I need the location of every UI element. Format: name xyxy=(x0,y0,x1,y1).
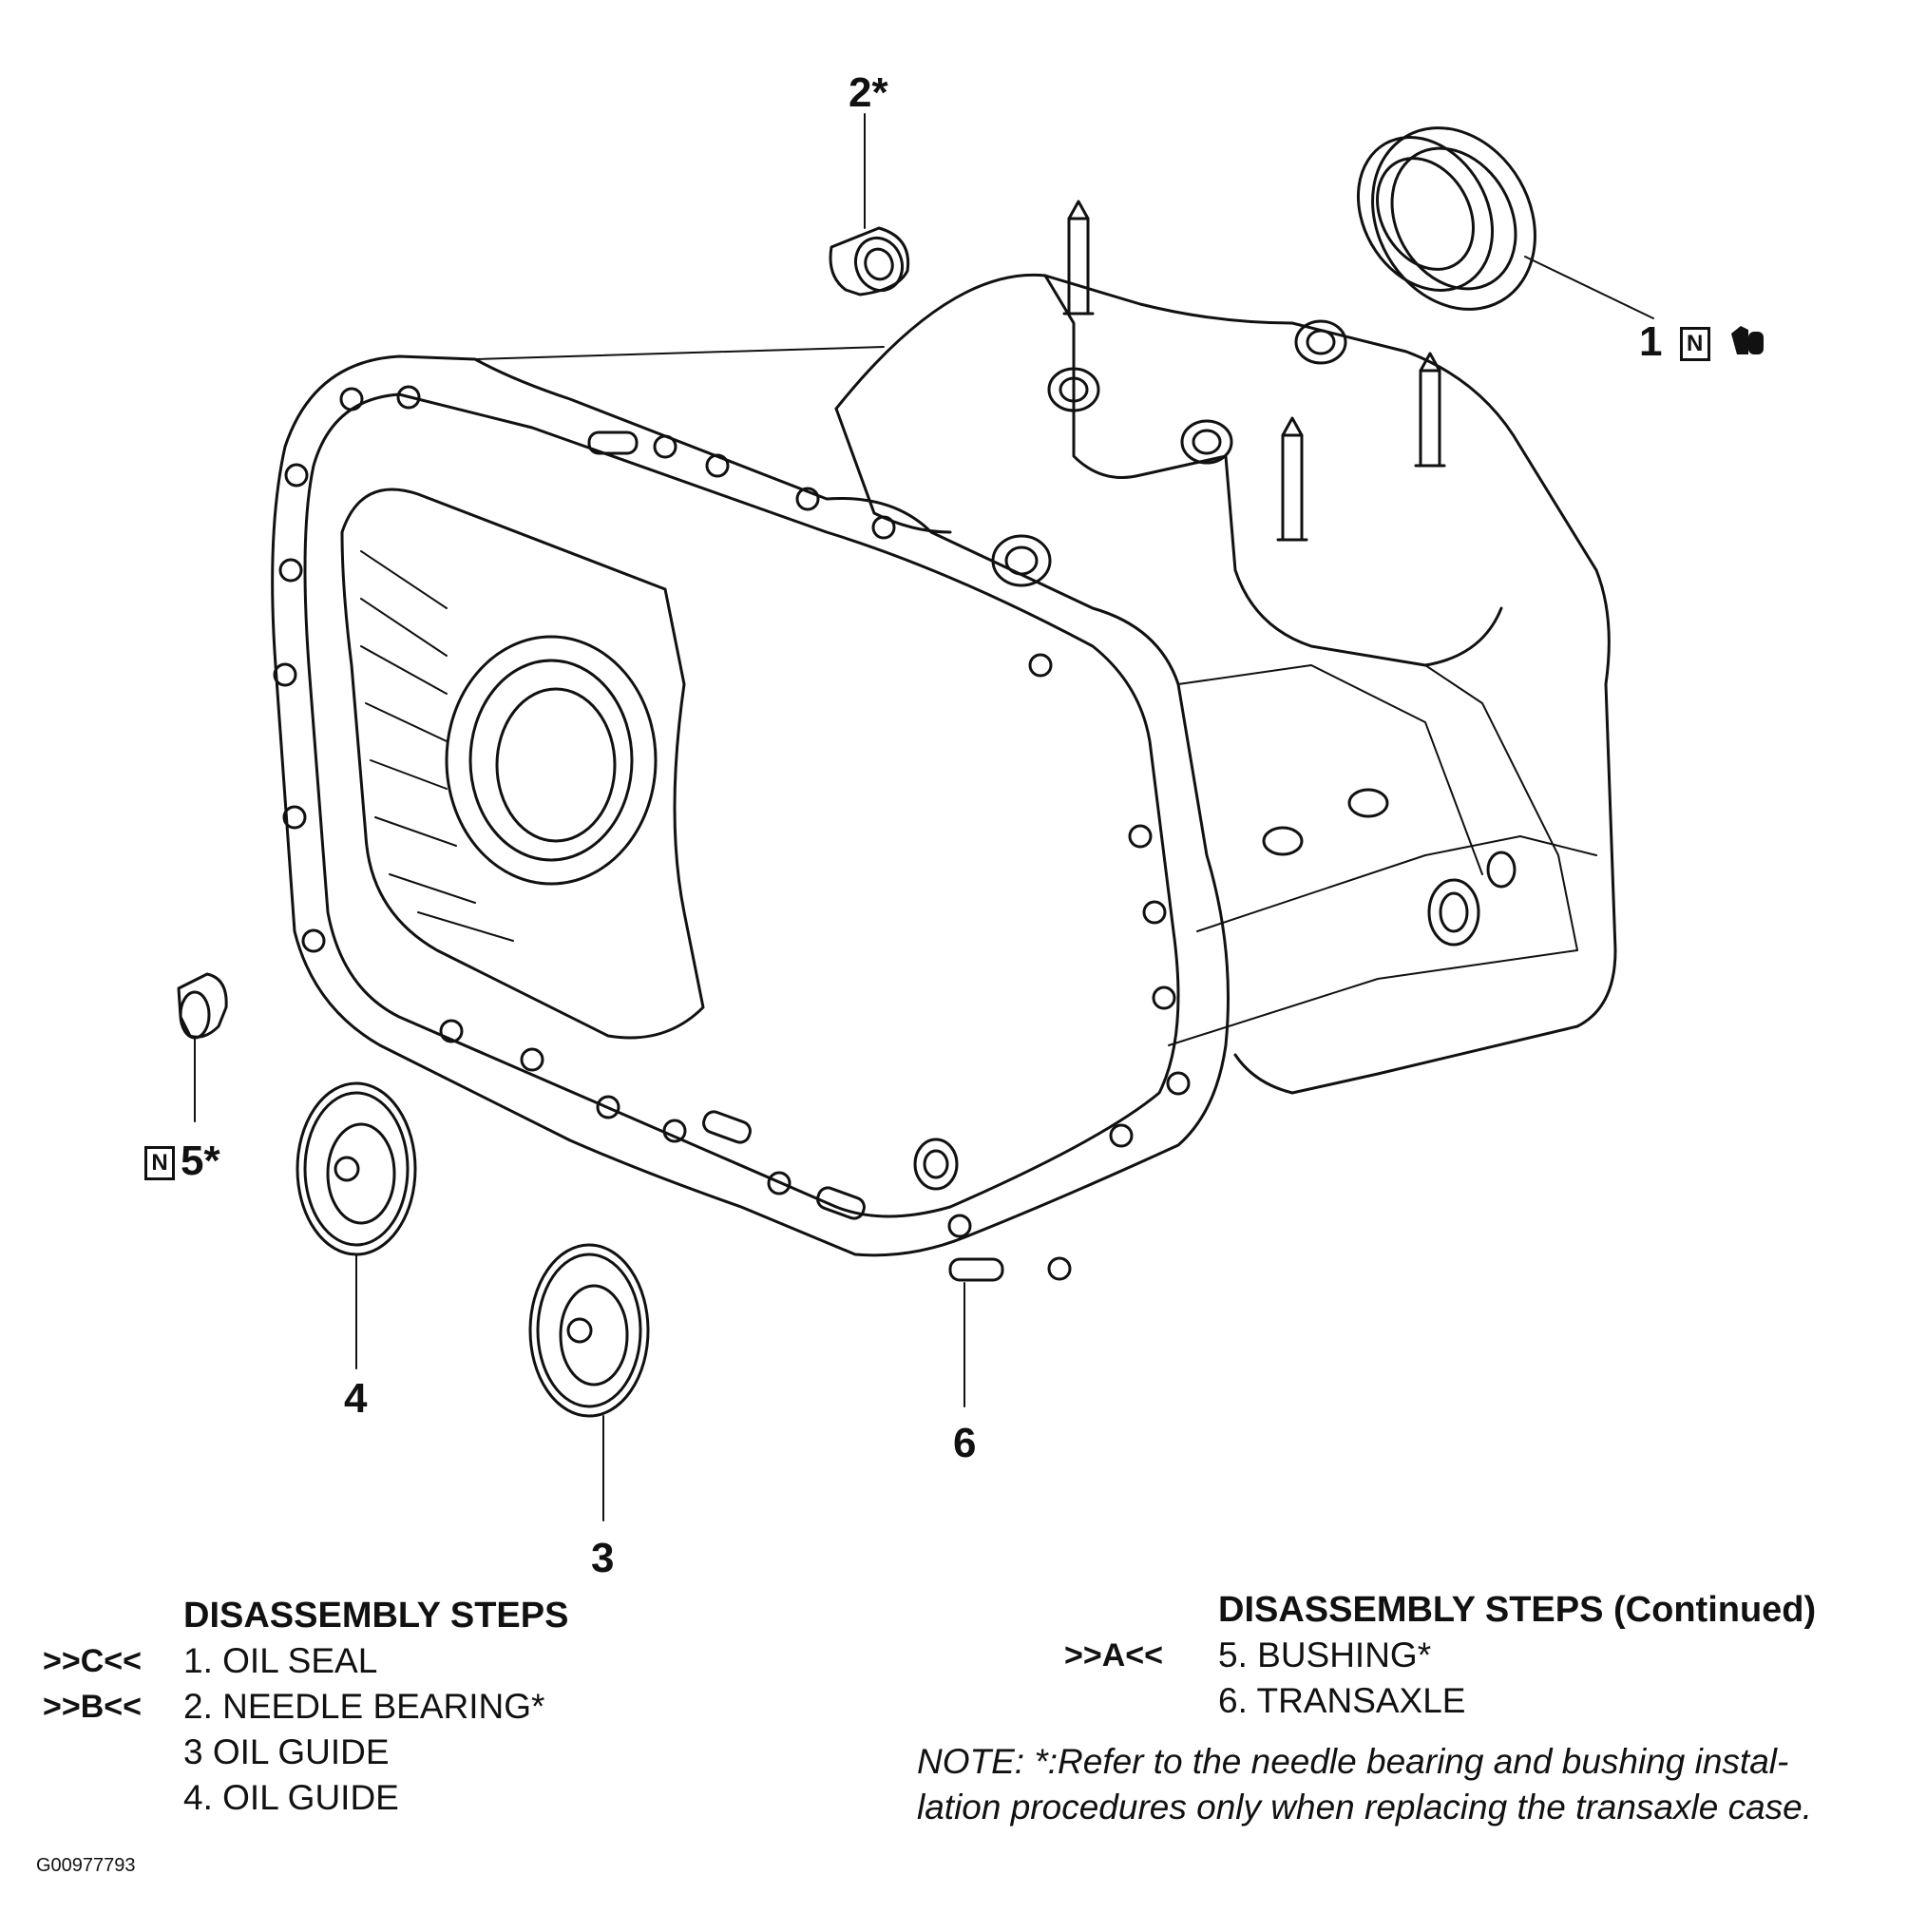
step-row: >>A<< 5. BUSHING* xyxy=(1064,1633,1816,1678)
callout-6: 6 xyxy=(953,1420,977,1466)
step-row: >>C<< 1. OIL SEAL xyxy=(43,1638,568,1684)
disassembly-steps-left: DISASSEMBLY STEPS >>C<< 1. OIL SEAL >>B<… xyxy=(43,1593,568,1821)
steps-heading: DISASSEMBLY STEPS xyxy=(183,1596,569,1636)
callout-1: 1 N xyxy=(1639,321,1769,366)
callout-2: 2* xyxy=(849,69,888,116)
oil-guide-3 xyxy=(528,1243,650,1418)
step-text: 3 OIL GUIDE xyxy=(183,1732,390,1771)
step-row: 3 OIL GUIDE xyxy=(43,1730,568,1775)
transaxle-case xyxy=(271,200,1617,1282)
step-text: 2. NEEDLE BEARING* xyxy=(183,1687,545,1726)
steps-heading: DISASSEMBLY STEPS (Continued) xyxy=(1218,1590,1817,1630)
oil-can-icon xyxy=(1727,322,1769,366)
step-text: 6. TRANSAXLE xyxy=(1218,1681,1466,1720)
callout-1-number: 1 xyxy=(1639,318,1663,365)
step-ref: >>A<< xyxy=(1064,1637,1163,1674)
disassembly-steps-right: DISASSEMBLY STEPS (Continued) >>A<< 5. B… xyxy=(1064,1587,1816,1724)
oil-guide-4 xyxy=(296,1081,417,1256)
step-text: 1. OIL SEAL xyxy=(183,1641,378,1680)
oil-seal xyxy=(1356,126,1536,311)
step-text: 4. OIL GUIDE xyxy=(183,1778,399,1817)
step-ref: >>C<< xyxy=(43,1643,142,1679)
callout-4: 4 xyxy=(344,1375,368,1422)
bushing xyxy=(177,972,228,1040)
step-row: 6. TRANSAXLE xyxy=(1064,1678,1816,1724)
step-ref: >>B<< xyxy=(43,1689,142,1725)
step-row: >>B<< 2. NEEDLE BEARING* xyxy=(43,1684,568,1730)
note-line-2: lation procedures only when replacing th… xyxy=(917,1788,1813,1827)
figure-id: G00977793 xyxy=(36,1855,136,1876)
callout-5-number: 5* xyxy=(181,1138,220,1184)
needle-bearing xyxy=(829,226,910,296)
step-row: 4. OIL GUIDE xyxy=(43,1775,568,1821)
note-line-1: NOTE: *:Refer to the needle bearing and … xyxy=(917,1742,1789,1781)
step-text: 5. BUSHING* xyxy=(1218,1636,1432,1674)
n-symbol-icon: N xyxy=(1679,327,1710,362)
note: NOTE: *:Refer to the needle bearing and … xyxy=(917,1739,1812,1830)
n-symbol-icon: N xyxy=(144,1146,175,1181)
leader-line-1 xyxy=(1524,256,1654,319)
callout-3: 3 xyxy=(591,1535,615,1581)
